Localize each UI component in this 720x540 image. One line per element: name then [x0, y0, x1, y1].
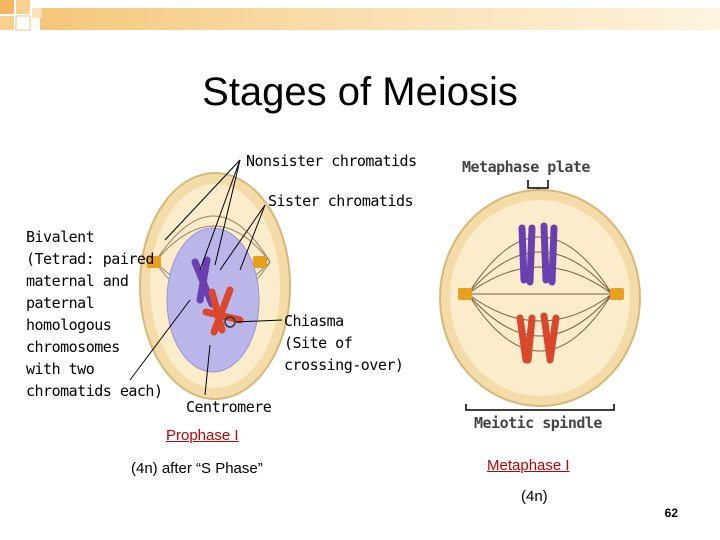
centriole-right: [610, 288, 624, 300]
label-metaphase-plate: Metaphase plate: [462, 156, 590, 178]
caption-metaphase-note: (4n): [521, 488, 548, 505]
page-number: 62: [665, 506, 678, 520]
centriole-left: [458, 288, 472, 300]
caption-metaphase: Metaphase I: [487, 457, 570, 474]
label-meiotic-spindle: Meiotic spindle: [474, 412, 602, 434]
